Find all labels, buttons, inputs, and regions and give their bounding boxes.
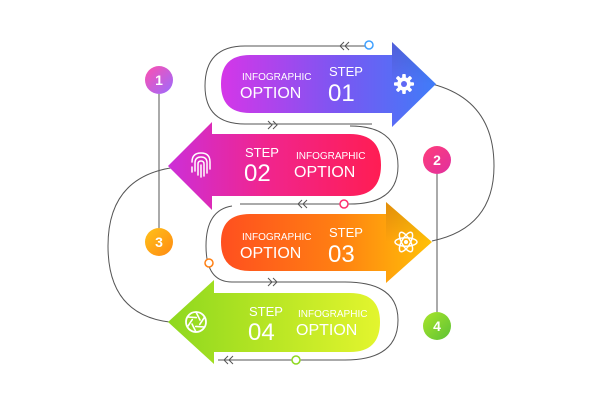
gear-icon [394, 74, 414, 94]
connector-mid-loop [240, 125, 399, 205]
step-01-title-top: INFOGRAPHIC [242, 72, 311, 83]
connector-left-loop [107, 165, 197, 324]
connector-lower-loop [205, 205, 399, 361]
connector-dot [364, 40, 374, 50]
step-02-number: 02 [244, 160, 271, 187]
aperture-icon [185, 311, 207, 333]
step-02-title-top: INFOGRAPHIC [296, 151, 365, 162]
step-badge-1-label: 1 [155, 72, 163, 88]
step-01-number: 01 [328, 80, 355, 107]
step-badge-3: 3 [145, 228, 173, 256]
step-badge-1: 1 [145, 66, 173, 94]
chevron-right-icon [267, 277, 278, 287]
step-04-number: 04 [248, 319, 275, 346]
step-badge-3-label: 3 [155, 234, 163, 250]
connector-dot [204, 258, 214, 268]
step-04-shape [168, 280, 380, 364]
step-badge-2-label: 2 [433, 152, 441, 168]
step-04-title-top: INFOGRAPHIC [298, 309, 367, 320]
step-04-title-main: OPTION [296, 322, 357, 339]
chevron-left-icon [339, 41, 350, 51]
step-01-step-label: STEP [329, 64, 363, 79]
connector-lines [107, 45, 495, 361]
step-02-shape [168, 122, 381, 210]
connector-dots [204, 40, 374, 365]
step-03-title-top: INFOGRAPHIC [242, 232, 311, 243]
step-01-tip-shade [392, 42, 436, 84]
chevron-markers [223, 41, 350, 365]
step-03-shape [221, 202, 432, 283]
step-03-step-label: STEP [329, 225, 363, 240]
step-03-number: 03 [328, 241, 355, 268]
connector-right-loop-1 [431, 83, 495, 242]
chevron-left-icon [297, 199, 308, 209]
step-01-shape [221, 42, 436, 127]
step-badge-2: 2 [423, 146, 451, 174]
connector-top-loop [204, 45, 372, 125]
chevron-left-icon [223, 355, 234, 365]
atom-icon [394, 231, 418, 253]
connector-dot [339, 199, 349, 209]
connector-dot [291, 355, 301, 365]
chevron-right-icon [267, 120, 278, 130]
step-04-step-label: STEP [249, 304, 283, 319]
step-02-step-label: STEP [245, 145, 279, 160]
step-03-title-main: OPTION [240, 245, 301, 262]
step-03-tip-shade [386, 202, 432, 242]
step-02-title-main: OPTION [294, 164, 355, 181]
step-badge-4-label: 4 [433, 318, 441, 334]
step-01-title-main: OPTION [240, 85, 301, 102]
step-badge-4: 4 [423, 312, 451, 340]
fingerprint-icon [191, 152, 211, 178]
